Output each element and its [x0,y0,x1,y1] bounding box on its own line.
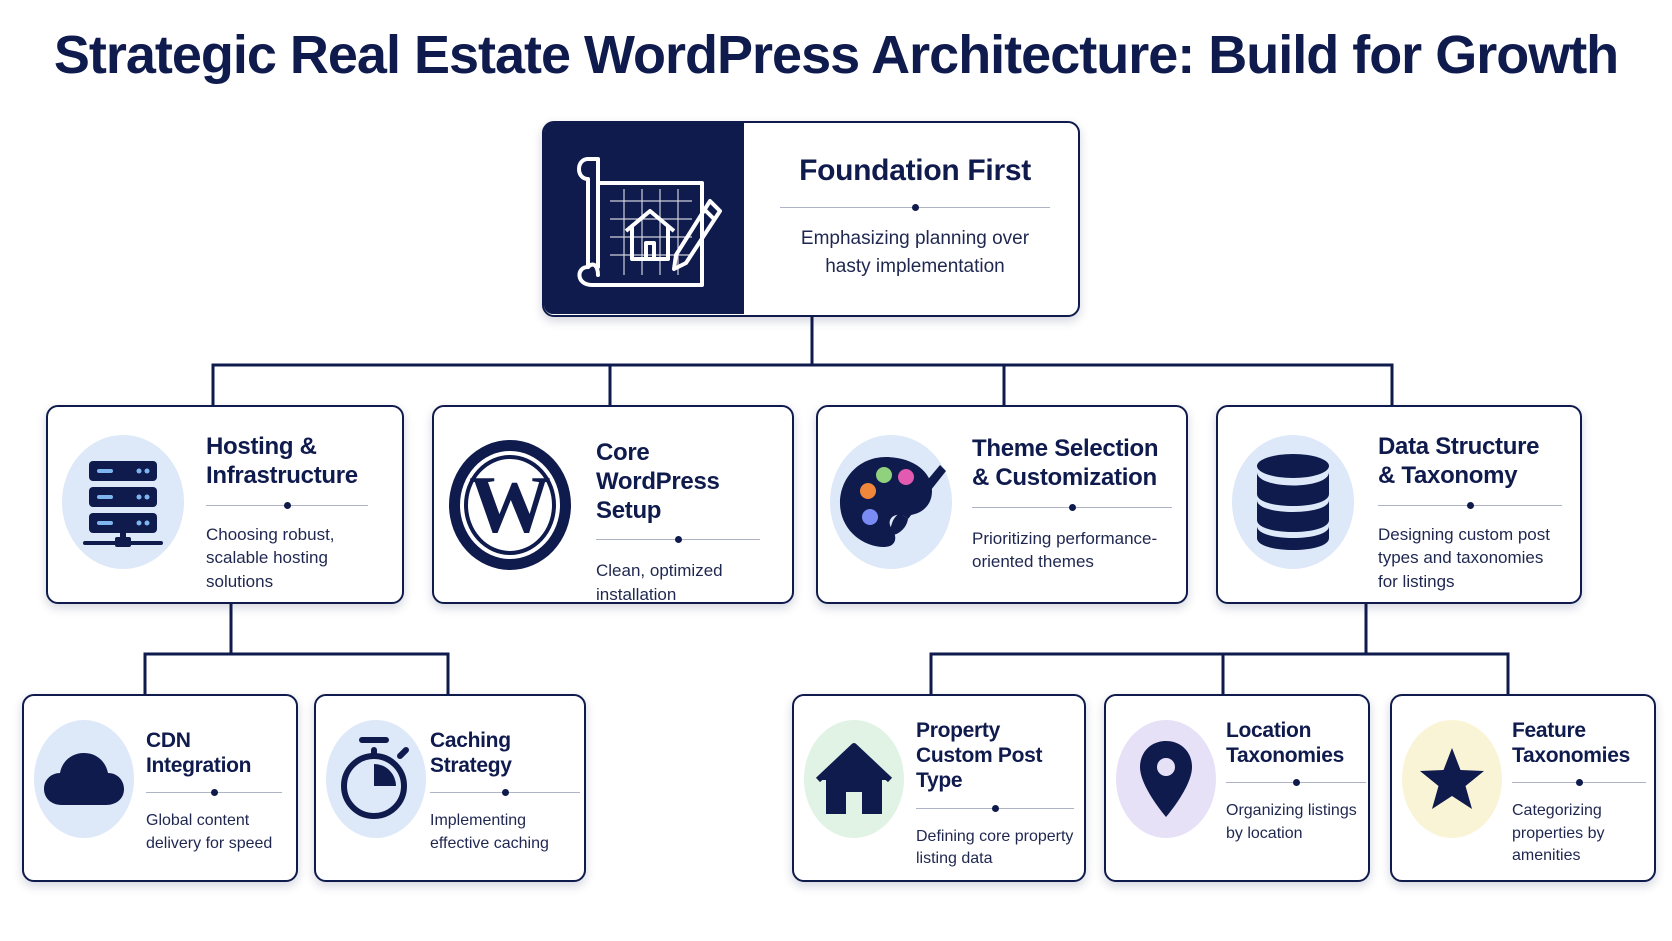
caching-card: Caching Strategy Implementing effective … [314,694,586,882]
core-wordpress-description: Clean, optimized installation [596,561,723,605]
separator [596,533,760,547]
property-post-type-text: Property Custom Post Type Defining core … [916,718,1074,870]
separator [972,501,1172,515]
separator [206,499,368,513]
separator [1378,499,1562,513]
separator [146,786,282,800]
caching-text: Caching Strategy Implementing effective … [430,728,580,855]
foundation-heading: Foundation First [799,154,1031,187]
data-structure-text: Data Structure & Taxonomy Designing cust… [1378,433,1562,594]
data-structure-heading: Data Structure & Taxonomy [1378,433,1540,489]
feature-taxonomies-heading: Feature Taxonomies [1512,719,1630,768]
blueprint-pencil-icon [544,123,744,314]
hosting-heading: Hosting & Infrastructure [206,433,358,489]
server-icon [62,435,184,569]
page-title: Strategic Real Estate WordPress Architec… [53,25,1619,85]
svg-text:W: W [469,459,551,550]
house-icon [804,720,904,838]
feature-taxonomies-card: Feature Taxonomies Categorizing properti… [1390,694,1656,882]
cloud-icon [34,720,134,838]
separator [780,201,1050,215]
theme-card: Theme Selection & Customization Prioriti… [816,405,1188,604]
theme-text: Theme Selection & Customization Prioriti… [972,435,1172,574]
stopwatch-icon [326,720,426,838]
theme-description: Prioritizing performance-oriented themes [972,528,1158,572]
foundation-description: Emphasizing planning over hasty implemen… [800,228,1030,277]
database-icon [1232,435,1354,569]
separator [1226,776,1366,790]
location-taxonomies-heading: Location Taxonomies [1226,719,1344,768]
separator [1512,776,1646,790]
location-taxonomies-text: Location Taxonomies Organizing listings … [1226,718,1366,845]
cdn-text: CDN Integration Global content delivery … [146,728,282,855]
cdn-description: Global content delivery for speed [146,812,273,852]
location-taxonomies-description: Organizing listings by location [1226,802,1357,842]
caching-heading: Caching Strategy [430,729,512,778]
property-post-type-heading: Property Custom Post Type [916,719,1043,793]
star-icon [1402,720,1502,838]
cdn-card: CDN Integration Global content delivery … [22,694,298,882]
core-wordpress-heading: Core WordPress Setup [596,439,720,524]
feature-taxonomies-text: Feature Taxonomies Categorizing properti… [1512,718,1646,868]
data-structure-card: Data Structure & Taxonomy Designing cust… [1216,405,1582,604]
wordpress-icon: W [446,435,574,575]
cdn-heading: CDN Integration [146,729,252,778]
location-taxonomies-card: Location Taxonomies Organizing listings … [1104,694,1370,882]
hosting-text: Hosting & Infrastructure Choosing robust… [206,433,368,594]
theme-heading: Theme Selection & Customization [972,435,1159,491]
map-pin-icon [1116,720,1216,838]
separator [916,802,1074,816]
data-structure-description: Designing custom post types and taxonomi… [1378,524,1550,592]
separator [430,786,580,800]
caching-description: Implementing effective caching [430,812,549,852]
foundation-text: Foundation First Emphasizing planning ov… [780,153,1050,280]
hosting-card: Hosting & Infrastructure Choosing robust… [46,405,404,604]
core-wordpress-text: Core WordPress Setup Clean, optimized in… [596,439,760,607]
property-post-type-card: Property Custom Post Type Defining core … [792,694,1086,882]
core-wordpress-card: W Core WordPress Setup Clean, optimized … [432,405,794,604]
palette-icon [830,435,952,569]
foundation-card: Foundation First Emphasizing planning ov… [542,121,1080,317]
property-post-type-description: Defining core property listing data [916,827,1074,867]
hosting-description: Choosing robust, scalable hosting soluti… [206,524,335,592]
feature-taxonomies-description: Categorizing properties by amenities [1512,802,1605,865]
